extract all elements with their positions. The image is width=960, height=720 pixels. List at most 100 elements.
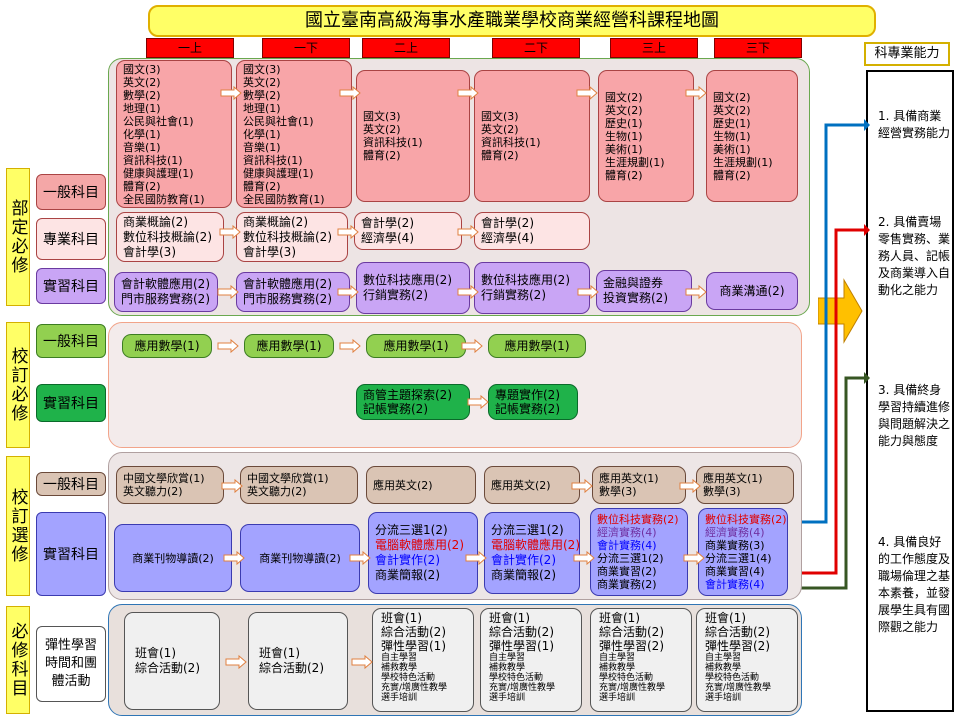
course-cell: 班會(1) 綜合活動(2) 彈性學習(2) 自主學習 補救教學 學校特色活動 充… (696, 608, 798, 712)
course-item: 商業實務(2) (597, 578, 657, 591)
course-item: 國文(3) (481, 110, 519, 123)
semester-header-1: 一上 (146, 38, 234, 58)
course-item: 數學(3) (703, 485, 741, 498)
course-item: 電腦軟體應用(2) (491, 538, 580, 552)
connector-red (790, 228, 864, 575)
course-item: 金融與證券 (603, 276, 664, 290)
course-item: 美術(1) (605, 142, 643, 156)
group-label-3: 校訂選修 (6, 456, 30, 596)
course-item: 學校特色活動 (599, 673, 654, 683)
course-cell: 應用數學(1) (366, 334, 466, 358)
course-cell: 數位科技應用(2) 行銷實務(2) (356, 262, 470, 314)
course-item: 會計學(3) (123, 244, 176, 259)
course-item: 國文(3) (243, 63, 281, 76)
course-item: 分流三選1(2) (375, 523, 448, 537)
course-item: 健康與護理(1) (123, 167, 194, 180)
course-item: 分流三選1(2) (491, 523, 564, 537)
course-cell: 應用數學(1) (244, 334, 334, 358)
course-item: 化學(1) (243, 128, 281, 141)
course-item: 班會(1) (489, 611, 530, 625)
course-item: 補救教學 (599, 663, 636, 673)
course-cell: 數位科技實務(2) 經濟實務(4) 會計實務(4) 分流三選1(2) 商業實習(… (590, 508, 688, 596)
course-item: 班會(1) (381, 611, 422, 625)
course-item: 商業實務(3) (705, 539, 765, 552)
course-item: 資訊科技(1) (243, 154, 303, 167)
semester-header-4: 二下 (492, 38, 580, 58)
course-item: 會計軟體應用(2) (243, 277, 332, 291)
course-item: 中國文學欣賞(1) (247, 472, 329, 485)
big-arrow-icon (818, 278, 863, 344)
category-practice-2: 實習科目 (36, 384, 106, 422)
course-item: 體育(2) (605, 168, 643, 182)
course-item: 體育(2) (713, 168, 751, 182)
category-flex: 彈性學習時間和團體活動 (36, 626, 106, 702)
course-item: 數位科技實務(2) (597, 513, 679, 526)
semester-header-5: 三上 (610, 38, 698, 58)
course-item: 彈性學習(2) (705, 639, 770, 653)
course-item: 學校特色活動 (705, 673, 760, 683)
category-general-1: 一般科目 (36, 174, 106, 210)
course-item: 音樂(1) (123, 141, 161, 154)
course-item: 分流三選1(2) (597, 552, 664, 565)
course-item: 應用英文(2) (491, 478, 551, 492)
connector-blue (784, 123, 864, 524)
course-item: 綜合活動(2) (381, 625, 446, 639)
course-item: 專題實作(2) (495, 388, 560, 402)
course-item: 應用英文(2) (373, 478, 433, 492)
course-item: 行銷實務(2) (481, 288, 546, 302)
course-cell: 分流三選1(2) 電腦軟體應用(2) 會計實作(2) 商業簡報(2) (484, 512, 580, 594)
course-item: 英文(2) (243, 76, 281, 89)
course-item: 門市服務實務(2) (121, 292, 210, 306)
course-item: 彈性學習(2) (599, 639, 664, 653)
course-item: 會計實作(2) (491, 553, 556, 567)
course-item: 選手培訓 (381, 693, 418, 703)
course-item: 英文聽力(2) (123, 485, 183, 498)
course-item: 班會(1) (705, 611, 746, 625)
course-item: 門市服務實務(2) (243, 292, 332, 306)
category-practice-3: 實習科目 (36, 512, 106, 596)
course-item: 體育(2) (243, 180, 281, 193)
course-item: 自主學習 (489, 653, 526, 663)
course-cell: 國文(2) 英文(2) 歷史(1) 生物(1) 美術(1) 生涯規劃(1) 體育… (598, 70, 694, 202)
course-cell: 國文(3) 英文(2) 資訊科技(1) 體育(2) (356, 70, 470, 202)
course-cell: 商業概論(2) 數位科技概論(2) 會計學(3) (236, 212, 348, 262)
course-item: 彈性學習(1) (381, 639, 446, 653)
course-item: 綜合活動(2) (259, 661, 324, 675)
course-cell: 班會(1) 綜合活動(2) 彈性學習(2) 自主學習 補救教學 學校特色活動 充… (590, 608, 692, 712)
course-item: 數位科技實務(2) (705, 513, 787, 526)
category-practice-1: 實習科目 (36, 268, 106, 304)
course-item: 數學(2) (243, 89, 281, 102)
group-label-4: 必修科目 (6, 606, 30, 714)
course-item: 公民與社會(1) (123, 115, 194, 128)
course-item: 音樂(1) (243, 141, 281, 154)
course-cell: 班會(1) 綜合活動(2) (248, 612, 348, 710)
course-item: 數位科技概論(2) (123, 229, 212, 244)
course-item: 英文(2) (363, 123, 401, 136)
capability-header: 科專業能力 (864, 42, 950, 66)
course-item: 會計學(2) (481, 216, 534, 230)
course-item: 國文(2) (605, 90, 643, 104)
semester-header-6: 三下 (714, 38, 802, 58)
course-item: 體育(2) (123, 180, 161, 193)
course-item: 自主學習 (705, 653, 742, 663)
course-item: 英文(2) (605, 103, 643, 117)
course-item: 分流三選1(4) (705, 552, 772, 565)
course-item: 補救教學 (705, 663, 742, 673)
group-label-1: 部定必修 (6, 168, 30, 306)
course-item: 商業溝通(2) (719, 283, 785, 298)
course-item: 選手培訓 (489, 693, 526, 703)
course-cell: 班會(1) 綜合活動(2) 彈性學習(1) 自主學習 補救教學 學校特色活動 充… (372, 608, 474, 712)
course-cell: 會計軟體應用(2) 門市服務實務(2) (236, 272, 350, 312)
course-item: 地理(1) (123, 102, 161, 115)
course-item: 全民國防教育(1) (123, 193, 205, 206)
course-item: 彈性學習(1) (489, 639, 554, 653)
course-cell: 金融與證券 投資實務(2) (596, 270, 692, 312)
course-cell: 中國文學欣賞(1) 英文聽力(2) (116, 466, 224, 504)
connector-lines (784, 119, 870, 590)
course-cell: 國文(2) 英文(2) 歷史(1) 生物(1) 美術(1) 生涯規劃(1) 體育… (706, 70, 798, 202)
course-item: 應用數學(1) (383, 338, 449, 353)
course-cell: 中國文學欣賞(1) 英文聽力(2) (240, 466, 358, 504)
course-item: 充實/增廣性教學 (489, 683, 556, 693)
course-item: 歷史(1) (605, 116, 643, 130)
capability-item-1: 1. 具備商業經營實務能力 (878, 109, 951, 140)
